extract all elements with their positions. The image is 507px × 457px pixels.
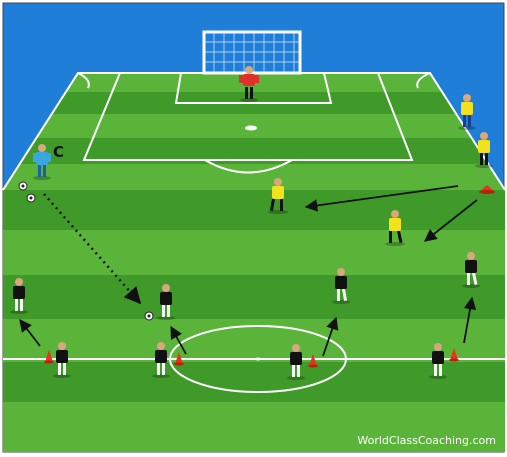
arrow-defender-run-2 — [424, 199, 478, 242]
cone — [479, 185, 495, 192]
attacker — [10, 278, 28, 314]
watermark: WorldClassCoaching.com — [357, 434, 496, 447]
cone — [175, 352, 183, 364]
coach — [33, 144, 51, 180]
arrow-attacker-run-3 — [322, 316, 339, 357]
penalty-spot — [245, 125, 257, 131]
attacker — [287, 344, 305, 380]
defender — [458, 94, 476, 130]
penalty-arc — [204, 159, 293, 174]
defender — [475, 132, 493, 168]
cone — [45, 350, 53, 362]
grass — [3, 73, 505, 452]
arrow-attacker-run-1 — [19, 319, 41, 347]
arrow-attacker-run-2 — [170, 325, 187, 355]
center-circle — [169, 325, 347, 393]
cone — [450, 348, 458, 360]
center-spot — [255, 357, 261, 361]
cones — [44, 185, 495, 368]
goal — [202, 30, 302, 75]
corner-arc-left — [77, 72, 90, 89]
attacker — [429, 343, 447, 379]
attacker — [152, 342, 170, 378]
attacker — [53, 342, 71, 378]
movement-arrows — [19, 185, 478, 357]
cone — [309, 354, 317, 366]
pass-line — [43, 193, 142, 305]
attacker — [157, 284, 175, 320]
attacker — [462, 252, 480, 288]
attacker — [332, 268, 350, 304]
defender — [268, 178, 288, 214]
defender — [385, 210, 405, 246]
coach-label: C — [53, 143, 64, 161]
arrow-defender-run-1 — [304, 185, 459, 212]
arrow-attacker-run-4 — [463, 296, 477, 344]
balls — [18, 181, 154, 321]
goalkeeper — [239, 66, 259, 102]
corner-arc-right — [416, 72, 431, 89]
